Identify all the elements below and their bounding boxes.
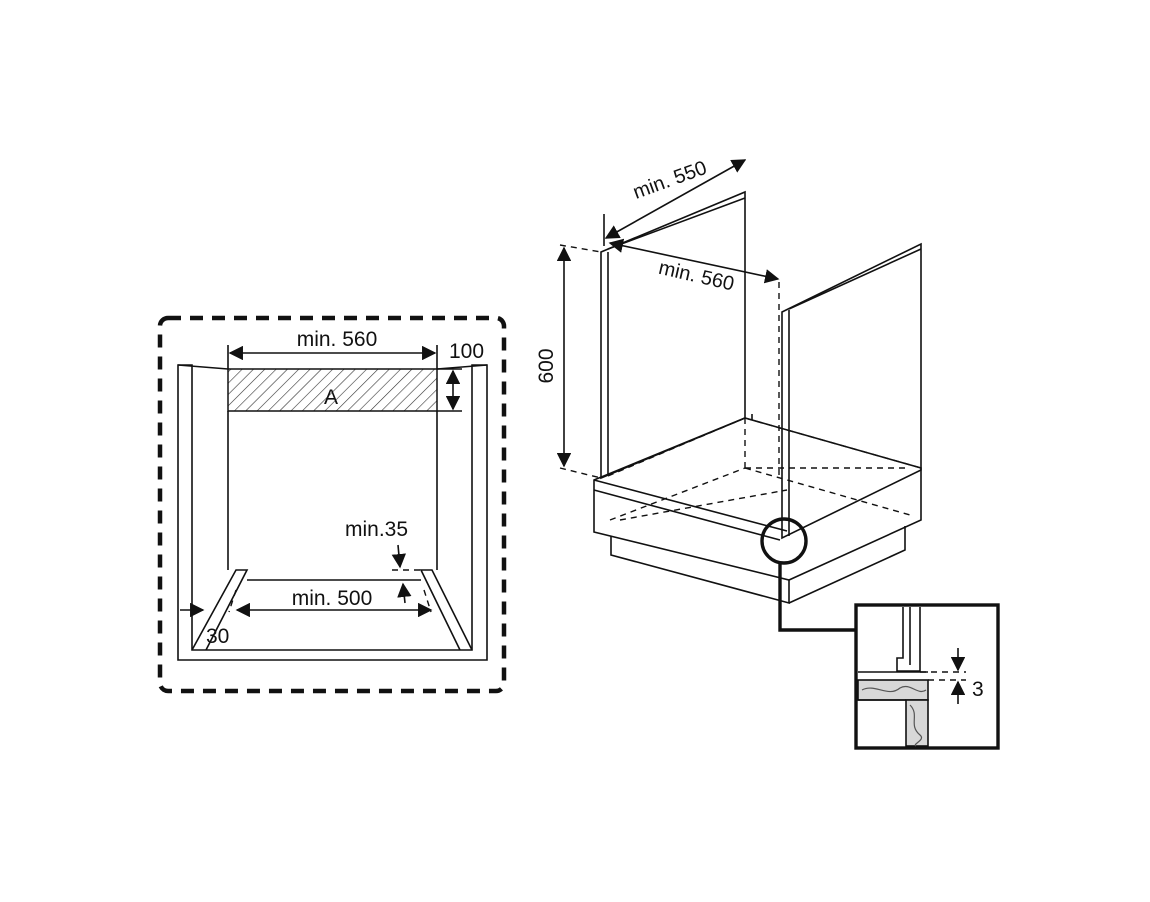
detail-base-side: [905, 699, 929, 747]
left-dash: [228, 589, 237, 613]
detail-gap-label: 3: [972, 678, 984, 701]
hidden-back-bottom: [607, 417, 746, 477]
left-top-view: min. 560 100 A min.35 min. 500 30: [157, 315, 507, 694]
plinth-front: [610, 536, 790, 605]
height-ext-top: [559, 244, 602, 253]
left-rail: [191, 569, 249, 651]
plinth-side: [788, 526, 906, 604]
marble-texture-1: [861, 686, 927, 693]
right-rail: [419, 569, 473, 651]
width-label: min. 560: [656, 257, 736, 296]
height-label: 100: [449, 340, 484, 363]
base-shelf: [593, 417, 922, 581]
depth-label: min. 550: [630, 157, 710, 204]
hidden-shelf-diagonal: [619, 489, 788, 521]
shelf-front-top: [593, 479, 788, 532]
right-panel-top-edge: [788, 248, 922, 310]
hidden-floor-left: [609, 467, 746, 521]
cabinet-walls: [177, 364, 488, 661]
wall-top-left: [177, 364, 229, 370]
height-label: 600: [535, 348, 558, 383]
detail-view: 3: [854, 603, 1000, 750]
outer-dashed-boundary: [157, 315, 507, 694]
right-isometric-view: min. 550 min. 560 600: [535, 157, 922, 632]
gap-arrow-up: [397, 582, 412, 604]
marble-texture-2: [909, 704, 922, 747]
width-label: min. 560: [297, 328, 378, 351]
side-label: 30: [206, 625, 229, 648]
depth-dimension-line: [604, 159, 747, 239]
hidden-floor-right: [744, 467, 911, 516]
left-side-panel: [600, 190, 746, 480]
zone-a-label: A: [324, 386, 338, 409]
height-ext-bottom: [559, 467, 602, 479]
shelf-front-mid: [593, 489, 781, 541]
left-panel-top-edge: [607, 197, 746, 250]
gap-arrow-down: [391, 544, 406, 569]
detail-circle: [760, 517, 808, 565]
ventilation-zone-a: [227, 368, 438, 412]
hidden-shelf-back: [744, 417, 922, 469]
detail-leader: [778, 563, 858, 632]
width-dimension-line: [608, 238, 780, 284]
depth-label: min. 500: [292, 587, 373, 610]
right-dash: [423, 589, 432, 613]
gap-label: min.35: [345, 518, 408, 541]
right-side-panel: [781, 242, 922, 540]
detail-panel: [896, 607, 921, 672]
